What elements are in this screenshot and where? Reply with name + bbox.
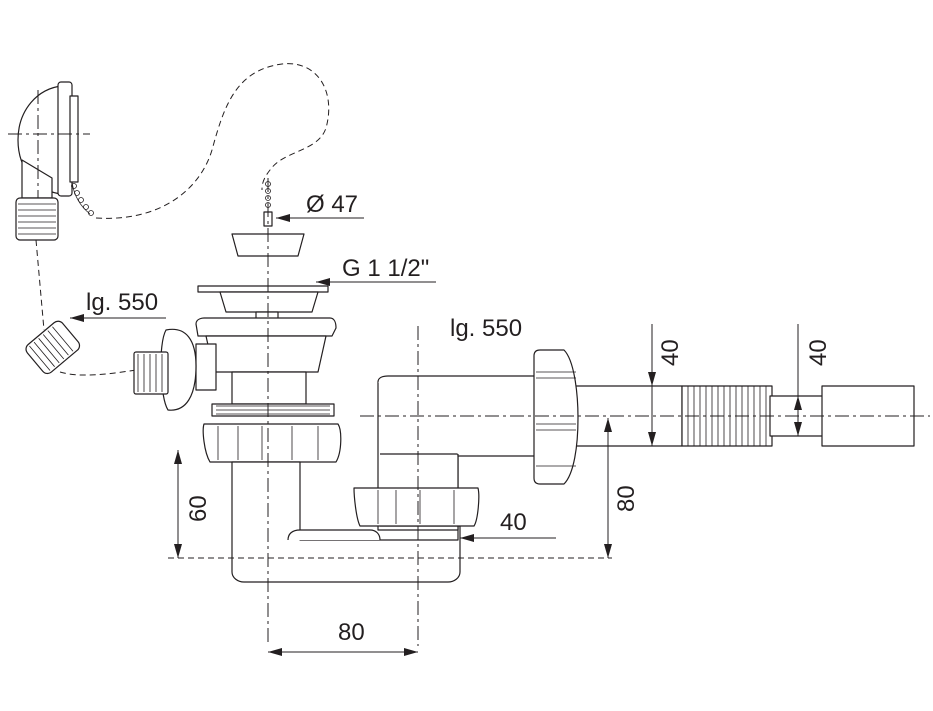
label-thread: G 1 1/2" [342,255,429,282]
dimension-height-80: 80 [604,418,640,558]
rosette-chain [71,181,94,216]
dimension-inlet-40: 40 [460,509,556,542]
overflow-hose-coil [15,197,59,241]
rubber-stopper [231,233,305,257]
dimension-thread: G 1 1/2" [316,255,436,286]
dimension-width-80: 80 [268,619,418,656]
chain-path-dashed [95,63,330,219]
label-chain-length: lg. 550 [450,315,522,342]
dimension-height-60: 60 [174,450,212,558]
label-hose-length: lg. 550 [86,289,158,316]
overflow-connector [133,328,217,411]
hose-path-dashed-2 [59,369,137,376]
label-height-80: 80 [613,485,640,512]
label-inlet-40: 40 [500,509,527,536]
dimension-diameter: Ø 47 [276,191,364,222]
dimension-outlet-dia-1: 40 [648,324,684,446]
label-outlet-dia-2: 40 [805,339,832,366]
hose-path-dashed [35,239,45,331]
drain-body [195,317,337,417]
hose-spring [25,320,81,375]
drain-flange [197,285,329,321]
label-height-60: 60 [185,495,212,522]
label-outlet-dia-1: 40 [657,339,684,366]
dimension-hose-length: lg. 550 [70,289,166,322]
label-width-80: 80 [338,619,365,646]
overflow-rosette [8,81,90,200]
inlet-nut [353,487,480,527]
dimension-outlet-dia-2: 40 [794,324,832,436]
coupling-nut [202,423,342,463]
outlet-nut [533,349,579,485]
label-diameter: Ø 47 [306,191,358,218]
